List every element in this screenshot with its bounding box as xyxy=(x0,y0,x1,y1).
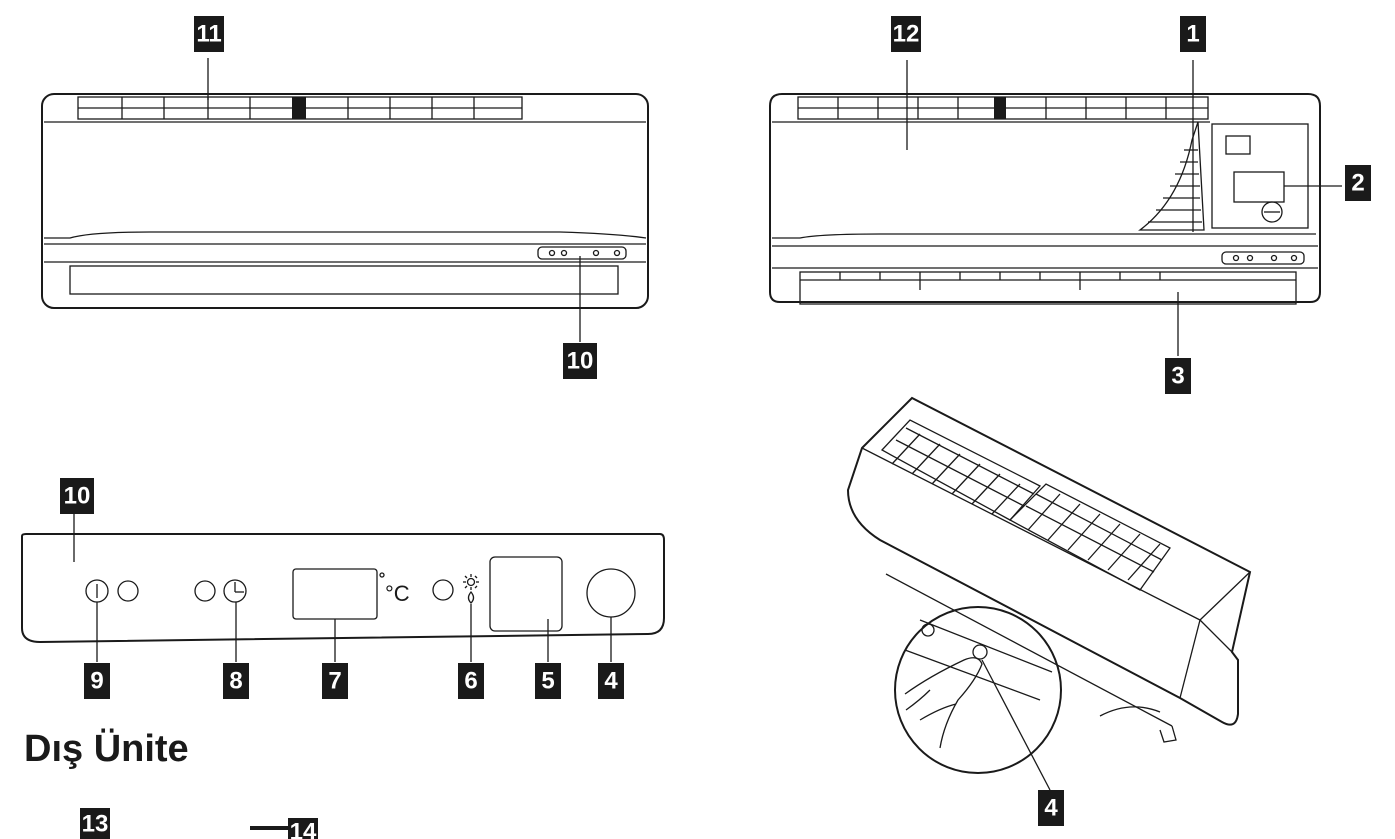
svg-text:10: 10 xyxy=(64,483,91,510)
callout-9: 9 xyxy=(84,663,110,699)
mode-button xyxy=(432,579,454,601)
svg-text:1: 1 xyxy=(1186,21,1199,48)
indoor-unit-front-view xyxy=(41,58,649,342)
electrical-box xyxy=(1211,123,1342,229)
timer-button xyxy=(194,580,216,602)
side-grille-left xyxy=(880,419,1042,521)
svg-text:7: 7 xyxy=(328,668,341,695)
callout-5: 5 xyxy=(535,663,561,699)
manual-switch-detail xyxy=(972,644,988,660)
svg-text:4: 4 xyxy=(604,668,618,695)
indoor-unit-open-view xyxy=(769,60,1342,356)
timer-icon xyxy=(223,579,247,603)
open-control-strip xyxy=(1221,251,1305,265)
callout-6: 6 xyxy=(458,663,484,699)
callout-11: 11 xyxy=(194,16,224,52)
callout-8: 8 xyxy=(223,663,249,699)
louver xyxy=(799,271,1297,305)
callout-3: 3 xyxy=(1165,358,1191,394)
magnifier-circle xyxy=(894,606,1062,774)
callout-4-panel: 4 xyxy=(598,663,624,699)
svg-text:6: 6 xyxy=(464,668,477,695)
callout-14: 14 xyxy=(250,818,318,839)
top-air-grille xyxy=(77,96,523,120)
heat-cool-icon xyxy=(463,574,479,604)
callout-13: 13 xyxy=(80,808,110,839)
control-panel: °C xyxy=(21,514,665,662)
section-title: Dış Ünite xyxy=(24,728,189,770)
svg-text:13: 13 xyxy=(82,811,109,838)
receiver-window xyxy=(489,556,563,632)
temperature-unit-label: °C xyxy=(385,581,410,606)
indoor-unit-side-view xyxy=(846,396,1252,791)
air-filter xyxy=(1138,121,1205,231)
svg-text:3: 3 xyxy=(1171,363,1184,390)
callout-4-side: 4 xyxy=(1038,790,1064,826)
side-grille-right xyxy=(1008,483,1171,591)
open-top-grille xyxy=(797,96,1209,120)
manual-button xyxy=(586,568,636,618)
svg-text:14: 14 xyxy=(290,819,317,839)
callout-1: 1 xyxy=(1180,16,1206,52)
svg-text:12: 12 xyxy=(893,21,920,48)
front-control-strip xyxy=(537,246,627,260)
power-button xyxy=(117,580,139,602)
callout-10-panel: 10 xyxy=(60,478,94,514)
power-icon xyxy=(85,579,109,603)
svg-text:4: 4 xyxy=(1044,795,1058,822)
callout-10-front: 10 xyxy=(563,343,597,379)
svg-text:5: 5 xyxy=(541,668,554,695)
svg-text:10: 10 xyxy=(567,348,594,375)
svg-text:8: 8 xyxy=(229,668,242,695)
callout-7: 7 xyxy=(322,663,348,699)
callout-12: 12 xyxy=(891,16,921,52)
svg-text:9: 9 xyxy=(90,668,103,695)
svg-text:11: 11 xyxy=(196,21,221,48)
temperature-display xyxy=(292,568,378,620)
callout-2: 2 xyxy=(1345,165,1371,201)
svg-text:2: 2 xyxy=(1351,170,1364,197)
